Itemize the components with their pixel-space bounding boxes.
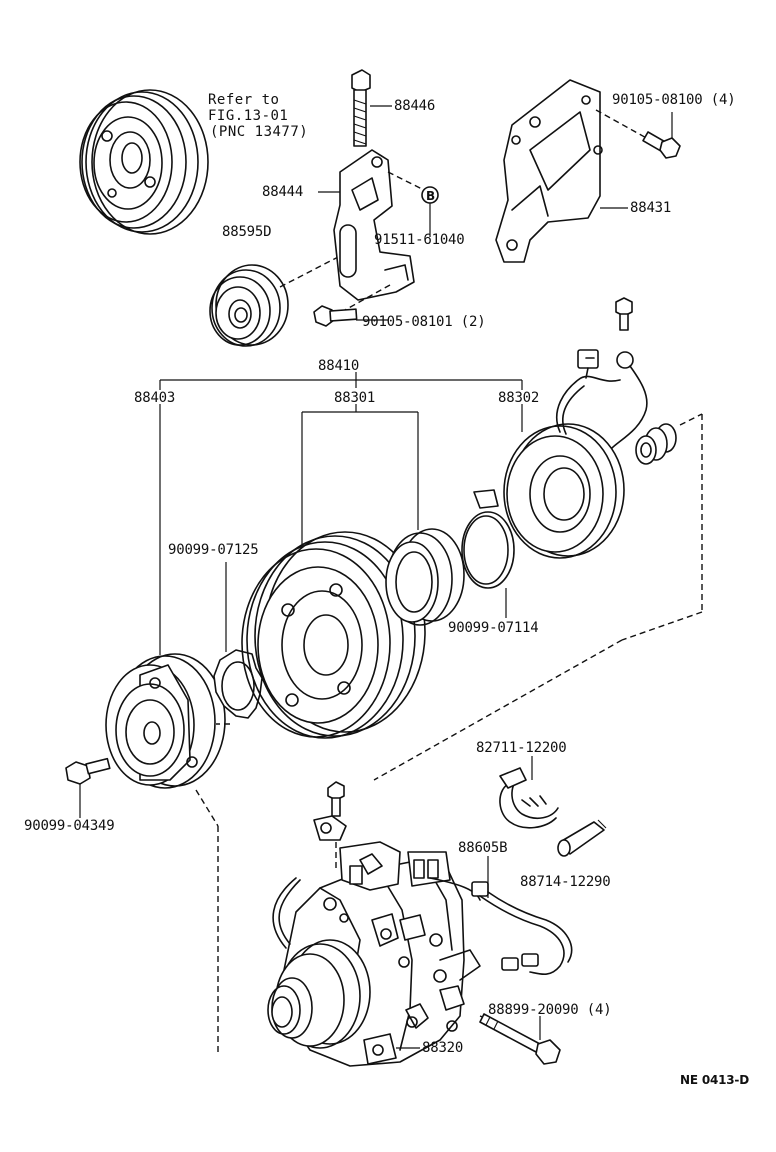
bolt-90105-08101: [313, 305, 388, 327]
bracket-88444: [318, 149, 429, 311]
snap-ring: [461, 489, 515, 618]
part-label-88320[interactable]: 88320: [422, 1040, 464, 1056]
part-label-88301[interactable]: 88301: [334, 390, 376, 406]
assembly-outline: [195, 413, 703, 1052]
part-label-91511-61040[interactable]: 91511-61040: [374, 232, 465, 248]
part-label-88431[interactable]: 88431: [630, 200, 672, 216]
part-label-88403[interactable]: 88403: [134, 390, 176, 406]
part-label-88899-20090[interactable]: 88899-20090 (4): [488, 1002, 612, 1018]
part-label-90105-08101[interactable]: 90105-08101 (2): [362, 314, 486, 330]
drain-tube: [557, 819, 607, 857]
bolt-90105-08100: [595, 109, 681, 159]
field-coil: [503, 297, 648, 559]
refer-note-line3: (PNC 13477): [210, 124, 309, 140]
refer-note-line2: FIG.13-01: [208, 108, 289, 124]
compressor-body: [267, 841, 573, 1067]
part-label-90099-07125[interactable]: 90099-07125: [168, 542, 259, 558]
part-label-90099-04349[interactable]: 90099-04349: [24, 818, 115, 834]
refer-note-line1: Refer to: [208, 92, 280, 108]
idler-pulley: [209, 255, 341, 347]
bracket-bolt: [313, 781, 347, 868]
marker-b: B: [426, 189, 435, 203]
part-label-90099-07114[interactable]: 90099-07114: [448, 620, 539, 636]
part-label-88410[interactable]: 88410: [318, 358, 360, 374]
part-label-88444[interactable]: 88444: [262, 184, 304, 200]
bolt-90099-04349: [65, 757, 111, 818]
part-label-88302[interactable]: 88302: [498, 390, 540, 406]
pulley-bearing: [385, 528, 465, 626]
part-label-90105-08100[interactable]: 90105-08100 (4): [612, 92, 736, 108]
assembly-bracket-88410: [159, 372, 523, 655]
hose-clamp: [499, 756, 559, 829]
part-label-88605B[interactable]: 88605B: [458, 840, 508, 856]
part-label-88446[interactable]: 88446: [394, 98, 436, 114]
crank-pulley: [79, 89, 209, 235]
pressure-plate: [105, 653, 226, 789]
figure-code: NE 0413-D: [680, 1073, 749, 1087]
part-label-88595D[interactable]: 88595D: [222, 224, 272, 240]
bolt-88446: [351, 69, 392, 147]
bracket-88431: [495, 79, 628, 263]
grommet: [635, 423, 677, 465]
bolt-91511: [421, 186, 439, 237]
compressor-pulley: [241, 531, 426, 739]
stud-bolt: [479, 1013, 561, 1065]
part-label-82711-12200[interactable]: 82711-12200: [476, 740, 567, 756]
part-label-88714-12290[interactable]: 88714-12290: [520, 874, 611, 890]
